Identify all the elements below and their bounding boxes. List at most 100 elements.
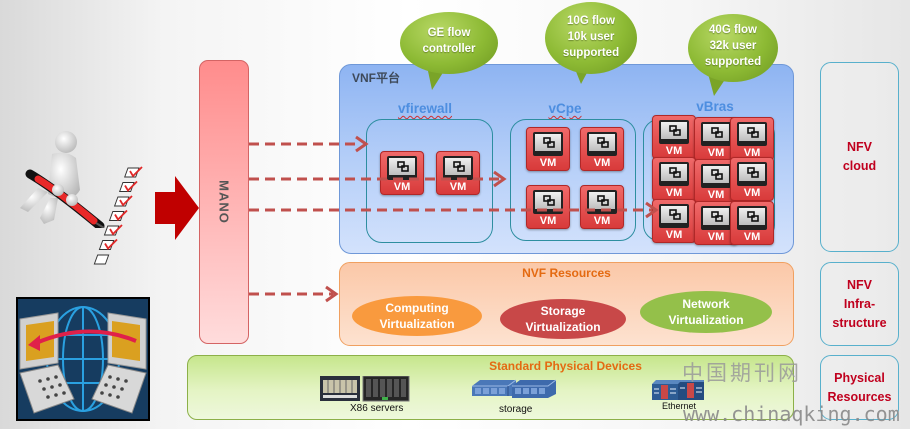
vm-screen-icon [659, 162, 689, 186]
bubble-40g-line1: 40G flow [709, 24, 757, 36]
checklist-icon [93, 166, 143, 265]
vm-glyph-icon [711, 169, 723, 180]
checked-box-icon [113, 195, 133, 207]
vm-label: VM [707, 147, 725, 159]
physical-devices-title: Standard Physical Devices [489, 359, 642, 373]
vnf-platform-title: VNF平台 [352, 71, 401, 85]
vm-label: VM [743, 231, 761, 243]
bubble-ge-line1: GE flow [427, 27, 471, 39]
vm-label: VM [593, 215, 611, 227]
vm-glyph-icon [669, 167, 681, 178]
vnf-group-vfirewall [366, 119, 493, 243]
vnf-group-vcpe [510, 119, 636, 241]
watermark-url: www.chinaqking.com [683, 402, 900, 426]
vm-tile-vbras: VM [730, 117, 774, 161]
person-with-pen-illustration [20, 131, 105, 228]
checked-box-icon [124, 166, 143, 178]
checked-box-icon [98, 238, 118, 250]
nfv-cloud-line2: cloud [842, 159, 877, 173]
vm-label: VM [743, 187, 761, 199]
vm-glyph-icon [543, 137, 555, 148]
bubble-10g-flow: 10G flow 10k user supported [545, 2, 637, 84]
nfv-infra-line1: NFV [847, 277, 872, 292]
vm-label: VM [393, 181, 411, 193]
physical-devices-panel: Standard Physical Devices X86 servers st… [187, 355, 794, 420]
storage-line1: Storage [540, 304, 586, 318]
vm-screen-icon [443, 156, 473, 180]
vm-label: VM [743, 147, 761, 159]
bubble-10g-line1: 10G flow [567, 15, 615, 27]
bubble-40g-line2: 32k user [709, 40, 757, 52]
vm-tile-vfirewall: VM [436, 151, 480, 195]
group-title-vbras: vBras [696, 99, 734, 114]
vm-tile-vcpe: VM [580, 127, 624, 171]
nvf-resources-title: NVF Resources [522, 266, 611, 280]
vm-label: VM [539, 157, 557, 169]
vm-label: VM [707, 189, 725, 201]
vm-glyph-icon [543, 195, 555, 206]
physical-resources-line2: Resources [827, 389, 892, 404]
vm-label: VM [593, 157, 611, 169]
vm-glyph-icon [669, 125, 681, 136]
big-right-arrow-icon [155, 176, 199, 240]
bubble-10g-line2: 10k user [567, 31, 615, 43]
vm-glyph-icon [711, 211, 723, 222]
vm-screen-icon [737, 162, 767, 186]
network-line1: Network [682, 297, 730, 311]
ethernet-switch-icon [652, 380, 704, 400]
arrowhead-icon [325, 285, 339, 303]
vm-tile-vfirewall: VM [380, 151, 424, 195]
vm-label: VM [449, 181, 467, 193]
nfv-infra-line2: Infra- [843, 296, 876, 311]
vm-screen-icon [701, 122, 731, 146]
ethernet-label: Ethernet [662, 401, 697, 411]
group-title-vcpe: vCpe [548, 101, 582, 116]
side-label-nfv-infrastructure: NFV Infra-structure [820, 262, 899, 346]
vm-tile-vbras: VM [730, 157, 774, 201]
vm-glyph-icon [397, 161, 409, 172]
watermark-chinese: 中国期刊网 [682, 361, 802, 385]
bubble-40g-flow: 40G flow 32k user supported [688, 14, 778, 96]
vm-label: VM [665, 187, 683, 199]
vm-screen-icon [737, 206, 767, 230]
storage-label: storage [499, 404, 533, 415]
mano-block: MANO [199, 60, 249, 344]
vm-screen-icon [533, 132, 563, 156]
vm-screen-icon [701, 206, 731, 230]
vm-screen-icon [659, 120, 689, 144]
storage-icon [472, 379, 556, 398]
computing-line1: Computing [385, 301, 449, 315]
vm-screen-icon [659, 204, 689, 228]
x86-servers-icon [320, 376, 410, 402]
storage-line2: Virtualization [525, 320, 601, 334]
vm-glyph-icon [597, 137, 609, 148]
network-line2: Virtualization [668, 313, 744, 327]
vm-tile-vcpe: VM [526, 185, 570, 229]
bubble-10g-line3: supported [562, 47, 620, 59]
vm-glyph-icon [747, 127, 759, 138]
nfv-infra-line3: structure [832, 315, 887, 330]
vm-tile-vcpe: VM [580, 185, 624, 229]
globe-computers-icon [19, 306, 147, 414]
vm-label: VM [539, 215, 557, 227]
network-transfer-image [16, 297, 150, 421]
computing-line2: Virtualization [379, 317, 455, 331]
bubble-ge-flow: GE flow controller [400, 12, 498, 90]
x86-servers-label: X86 servers [350, 403, 404, 414]
vm-screen-icon [737, 122, 767, 146]
empty-box-icon [93, 254, 110, 265]
bubble-40g-line3: supported [704, 56, 762, 68]
vm-glyph-icon [597, 195, 609, 206]
vm-tile-vcpe: VM [526, 127, 570, 171]
vm-screen-icon [387, 156, 417, 180]
vm-glyph-icon [747, 211, 759, 222]
vm-label: VM [665, 229, 683, 241]
checked-box-icon [118, 180, 138, 192]
physical-resources-line1: Physical [834, 370, 885, 385]
